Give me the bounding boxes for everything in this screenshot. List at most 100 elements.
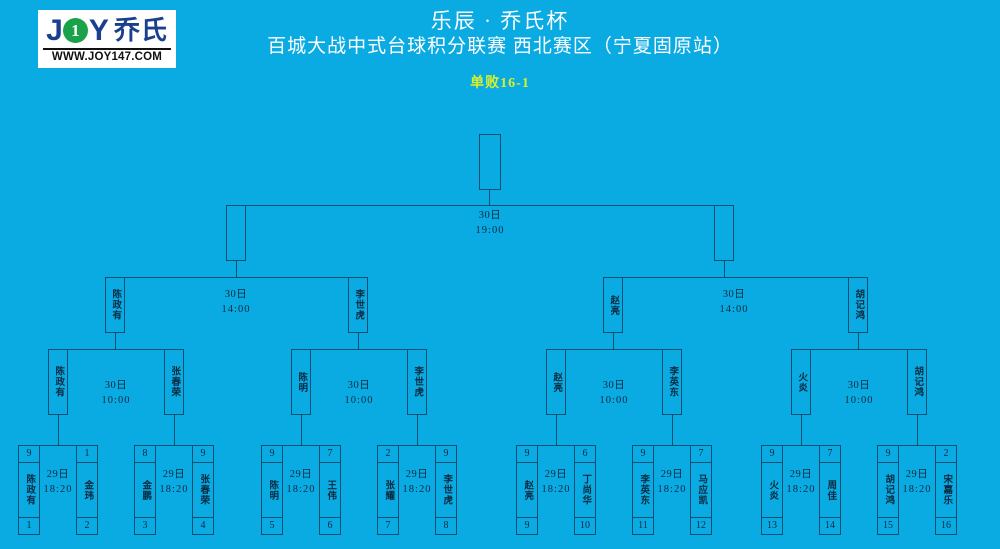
player-10-seed: 6 [575,446,595,463]
quarterfinal-3-top-name: 赵亮 [608,294,619,316]
player-slot-2[interactable]: 1 金玮 2 [76,445,98,535]
semifinal-1-slot[interactable] [226,205,246,261]
player-slot-9[interactable]: 9 赵亮 9 [516,445,538,535]
player-slot-11[interactable]: 9 李英东 11 [632,445,654,535]
player-slot-6[interactable]: 7 王伟 6 [319,445,341,535]
player-slot-15[interactable]: 9 胡记鸿 15 [877,445,899,535]
r8-slot-2[interactable]: 张春荣 [164,349,184,415]
r16-match-6-time: 18:20 [657,484,687,495]
r8-slot-7[interactable]: 火炎 [791,349,811,415]
player-7-number: 7 [378,517,398,534]
player-slot-14[interactable]: 7 周佳 14 [819,445,841,535]
semifinal-1-name [227,206,245,260]
player-5-number: 5 [262,517,282,534]
player-slot-3[interactable]: 8 金鹏 3 [134,445,156,535]
qf2-bridge [300,349,417,350]
final-date: 30日 [478,210,502,221]
r8-name-5: 赵亮 [551,371,562,393]
quarterfinal-3-top-slot[interactable]: 赵亮 [603,277,623,333]
player-6-name: 王伟 [325,479,336,501]
quarterfinal-3-time: 10:00 [599,395,629,406]
r16-m1-bridge [28,445,88,446]
player-slot-1[interactable]: 9 陈政有 1 [18,445,40,535]
r8-name-2: 张春荣 [169,366,180,398]
r16-match-7-time: 18:20 [786,484,816,495]
r16-m8-bridge [887,445,947,446]
player-6-seed: 7 [320,446,340,463]
r16-match-7-date: 29日 [789,469,813,480]
player-slot-10[interactable]: 6 丁尚华 10 [574,445,596,535]
player-14-number: 14 [820,517,840,534]
r16-match-1-date: 29日 [46,469,70,480]
qf4-bridge [800,349,917,350]
r8-slot-5[interactable]: 赵亮 [546,349,566,415]
r16-m5-bridge [526,445,586,446]
player-slot-4[interactable]: 9 张春荣 4 [192,445,214,535]
champion-slot[interactable] [479,134,501,190]
r16-match-8-time: 18:20 [902,484,932,495]
r8-name-3: 陈明 [296,371,307,393]
quarterfinal-1-top-slot[interactable]: 陈政有 [105,277,125,333]
r8-4-stem [417,415,418,445]
r16-m3-bridge [271,445,331,446]
r16-match-8-date: 29日 [905,469,929,480]
player-15-name: 胡记鸿 [883,474,894,506]
r8-slot-6[interactable]: 李英东 [662,349,682,415]
r8-8-stem [917,415,918,445]
player-11-number: 11 [633,517,653,534]
logo-brand-cn: 乔氏 [113,15,168,45]
header-titles: 乐辰 · 乔氏杯 百城大战中式台球积分联赛 西北赛区（宁夏固原站） 单败16-1 [0,8,1000,92]
qf3-top-stem [613,333,614,349]
r16-m7-bridge [771,445,831,446]
quarterfinal-2-date: 30日 [347,380,371,391]
champion-name [480,135,500,189]
player-5-name: 陈明 [267,479,278,501]
player-16-seed: 2 [936,446,956,463]
quarterfinal-4-top-slot[interactable]: 胡记鸿 [848,277,868,333]
quarterfinal-1-match-info: 30日 10:00 [66,378,166,408]
quarterfinal-4-time: 10:00 [844,395,874,406]
logo-ball-icon: 1 [62,18,88,43]
quarterfinal-2-top-name: 李世虎 [353,289,364,321]
r16-match-8-info: 29日 18:20 [867,467,967,497]
qf2-top-stem [358,333,359,349]
page-subtitle: 百城大战中式台球积分联赛 西北赛区（宁夏固原站） [267,36,733,57]
player-8-name: 李世虎 [441,474,452,506]
r16-m6-bridge [642,445,702,446]
r8-slot-4[interactable]: 李世虎 [407,349,427,415]
player-slot-7[interactable]: 2 张耀 7 [377,445,399,535]
player-slot-16[interactable]: 2 宋嘉乐 16 [935,445,957,535]
player-5-seed: 9 [262,446,282,463]
semifinal-1-match-info: 30日 14:00 [186,287,286,317]
logo-letter-j: J [46,13,63,47]
player-11-name: 李英东 [638,474,649,506]
r8-slot-3[interactable]: 陈明 [291,349,311,415]
player-slot-13[interactable]: 9 火炎 13 [761,445,783,535]
quarterfinal-4-match-info: 30日 10:00 [809,378,909,408]
player-6-number: 6 [320,517,340,534]
player-slot-5[interactable]: 9 陈明 5 [261,445,283,535]
r8-slot-8[interactable]: 胡记鸿 [907,349,927,415]
player-slot-8[interactable]: 9 李世虎 8 [435,445,457,535]
r8-5-stem [556,415,557,445]
player-slot-12[interactable]: 7 马应凯 12 [690,445,712,535]
semifinal-2-bridge [612,277,857,278]
semifinal-2-time: 14:00 [719,304,749,315]
qf4-top-stem [858,333,859,349]
quarterfinal-3-match-info: 30日 10:00 [564,378,664,408]
player-10-name: 丁尚华 [580,474,591,506]
semifinal-2-slot[interactable] [714,205,734,261]
r8-slot-1[interactable]: 陈政有 [48,349,68,415]
player-4-number: 4 [193,517,213,534]
semifinal-2-date: 30日 [722,289,746,300]
quarterfinal-2-time: 10:00 [344,395,374,406]
player-10-number: 10 [575,517,595,534]
r16-match-5-date: 29日 [544,469,568,480]
semifinal-1-date: 30日 [224,289,248,300]
qf1-top-stem [115,333,116,349]
r16-match-7-info: 29日 18:20 [751,467,851,497]
r8-3-stem [301,415,302,445]
quarterfinal-2-top-slot[interactable]: 李世虎 [348,277,368,333]
player-13-name: 火炎 [767,479,778,501]
r8-name-8: 胡记鸿 [912,366,923,398]
